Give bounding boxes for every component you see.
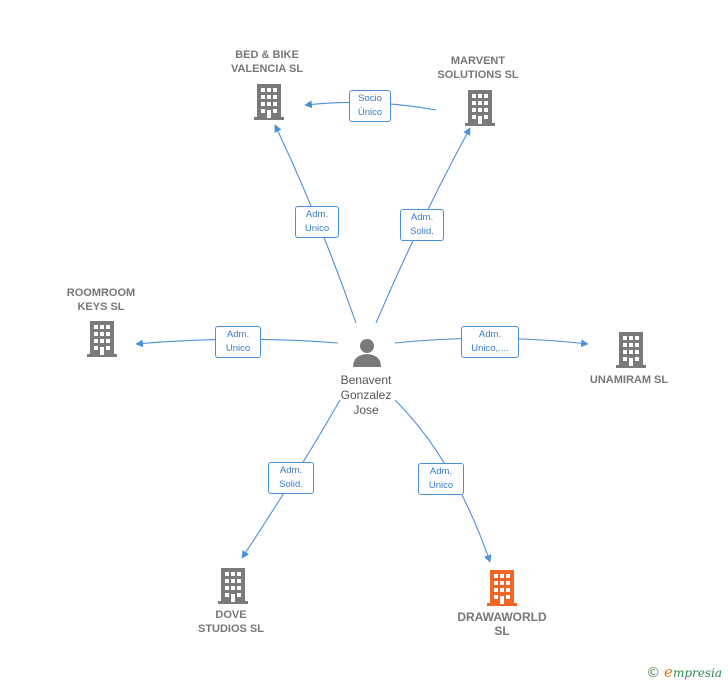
building-icon-unamiram	[616, 332, 646, 368]
building-icon-drawaworld	[487, 570, 517, 606]
edge-label-dove: Adm. Solid.	[268, 462, 314, 494]
person-icon	[353, 339, 381, 367]
company-label-marvent[interactable]: MARVENT SOLUTIONS SL	[437, 55, 519, 81]
edge-label-roomroom: Adm. Unico	[215, 326, 261, 358]
company-label-dove[interactable]: DOVE STUDIOS SL	[197, 609, 264, 635]
edge-label-socio: Socio Único	[349, 90, 391, 122]
company-label-drawaworld[interactable]: DRAWAWORLD SL	[457, 610, 547, 638]
edge-label-drawaworld: Adm. Unico	[418, 463, 464, 495]
company-label-unamiram[interactable]: UNAMIRAM SL	[589, 374, 669, 386]
brand-initial: e	[664, 663, 673, 681]
copyright-icon: ©	[646, 665, 661, 681]
building-icon-marvent	[465, 90, 495, 126]
edge-label-bed-bike: Adm. Unico	[295, 206, 339, 238]
building-icon-bed-bike	[254, 84, 284, 120]
edge-label-marvent: Adm. Solid.	[400, 209, 444, 241]
company-label-roomroom[interactable]: ROOMROOM KEYS SL	[66, 287, 136, 313]
person-label[interactable]: Benavent Gonzalez Jose	[340, 373, 392, 417]
building-icon-roomroom	[87, 321, 117, 357]
brand-footer: © empresia	[646, 663, 722, 681]
building-icon-dove	[218, 568, 248, 604]
edge-label-unamiram: Adm. Unico,....	[461, 326, 519, 358]
company-label-bed-bike[interactable]: BED & BIKE VALENCIA SL	[230, 49, 304, 75]
brand-name: mpresia	[672, 666, 722, 680]
